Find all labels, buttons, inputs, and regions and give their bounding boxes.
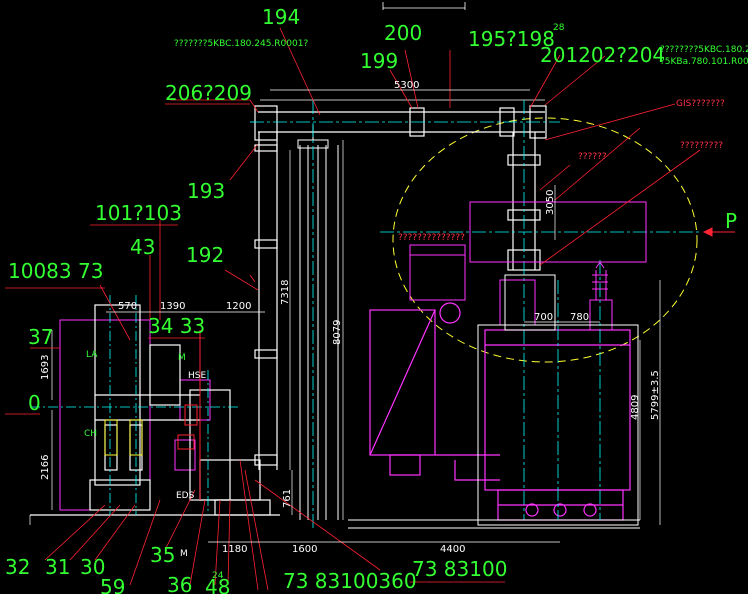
gis-detail-zone bbox=[392, 117, 698, 363]
dim-5300: 5300 bbox=[394, 80, 419, 91]
label-73-83100360: 73 83100360 bbox=[283, 569, 417, 593]
label-206-209: 206?209 bbox=[165, 81, 252, 105]
label-24: 24 bbox=[212, 571, 224, 581]
tag-hse: HSE bbox=[188, 371, 206, 381]
dim-2166: 2166 bbox=[40, 455, 51, 480]
note-q9: ????????? bbox=[680, 141, 723, 151]
top-busduct bbox=[254, 99, 547, 141]
label-32: 32 bbox=[5, 555, 30, 579]
label-73-83100: 73 83100 bbox=[412, 557, 507, 581]
dim-761: 761 bbox=[282, 489, 293, 508]
tag-ch: CH bbox=[84, 429, 97, 439]
dim-1180: 1180 bbox=[222, 544, 247, 555]
dim-7318: 7318 bbox=[280, 280, 291, 305]
note-gis: GIS??????? bbox=[676, 99, 725, 109]
callout-underlines bbox=[5, 103, 505, 583]
generator-cubicle bbox=[59, 319, 211, 511]
dim-1693: 1693 bbox=[40, 355, 51, 380]
vertical-busduct bbox=[254, 132, 278, 470]
note-kbc-right-2: ?5KBa.780.101.R000 bbox=[660, 57, 748, 67]
note-kbc-left: ???????5KBC.180.245.R0001? bbox=[174, 39, 308, 49]
label-35: 35 bbox=[150, 543, 175, 567]
leader-lines bbox=[44, 27, 701, 591]
label-192: 192 bbox=[186, 243, 224, 267]
tag-m1: M bbox=[178, 353, 186, 363]
dim-top-bracket bbox=[382, 2, 466, 10]
label-194: 194 bbox=[262, 5, 300, 29]
note-kbc-right-1: ????????5KBC.180.24 bbox=[660, 45, 748, 55]
dim-570: 570 bbox=[118, 301, 137, 312]
label-48: 48 bbox=[205, 575, 230, 594]
label-28: 28 bbox=[553, 23, 565, 33]
label-p: P bbox=[725, 209, 737, 233]
transformer-tank bbox=[369, 302, 631, 521]
label-200: 200 bbox=[384, 21, 422, 45]
cubicle-red-parts bbox=[177, 330, 201, 500]
dim-4400: 4400 bbox=[440, 544, 465, 555]
label-31: 31 bbox=[45, 555, 70, 579]
label-30: 30 bbox=[80, 555, 105, 579]
dim-4809: 4809 bbox=[630, 395, 641, 420]
tag-m2: M bbox=[180, 549, 188, 559]
label-3433: 34 33 bbox=[148, 314, 205, 338]
note-q6: ?????? bbox=[578, 152, 607, 162]
dimension-lines bbox=[29, 89, 661, 543]
tag-eds: EDS bbox=[176, 491, 195, 501]
label-195-198: 195?198 bbox=[468, 27, 555, 51]
dim-5799: 5799±3.5 bbox=[650, 370, 661, 420]
label-199: 199 bbox=[360, 49, 398, 73]
label-43: 43 bbox=[130, 235, 155, 259]
dim-1390: 1390 bbox=[160, 301, 185, 312]
tag-la: LA bbox=[86, 350, 98, 360]
transformer-frame bbox=[337, 145, 640, 529]
note-q14: ?????????????? bbox=[398, 233, 465, 243]
dim-1600: 1600 bbox=[292, 544, 317, 555]
gis-housing bbox=[409, 201, 647, 331]
cubicle-yellow-parts bbox=[104, 419, 143, 456]
label-201-204: 201202?204 bbox=[540, 43, 665, 67]
support-column bbox=[297, 125, 329, 520]
bushing bbox=[592, 261, 608, 290]
cubicle-cyan-axes bbox=[30, 295, 240, 515]
dim-780: 780 bbox=[570, 312, 589, 323]
label-10083-73: 10083 73 bbox=[8, 259, 103, 283]
dim-700: 700 bbox=[534, 312, 553, 323]
dim-1200: 1200 bbox=[226, 301, 251, 312]
dim-8079: 8079 bbox=[332, 320, 343, 345]
label-36: 36 bbox=[167, 573, 192, 594]
dim-3050: 3050 bbox=[545, 190, 556, 215]
label-0: 0 bbox=[28, 391, 41, 415]
label-37: 37 bbox=[28, 325, 53, 349]
label-193: 193 bbox=[187, 179, 225, 203]
label-101-103: 101?103 bbox=[95, 201, 182, 225]
label-59: 59 bbox=[100, 575, 125, 594]
section-arrow-p bbox=[702, 227, 735, 237]
